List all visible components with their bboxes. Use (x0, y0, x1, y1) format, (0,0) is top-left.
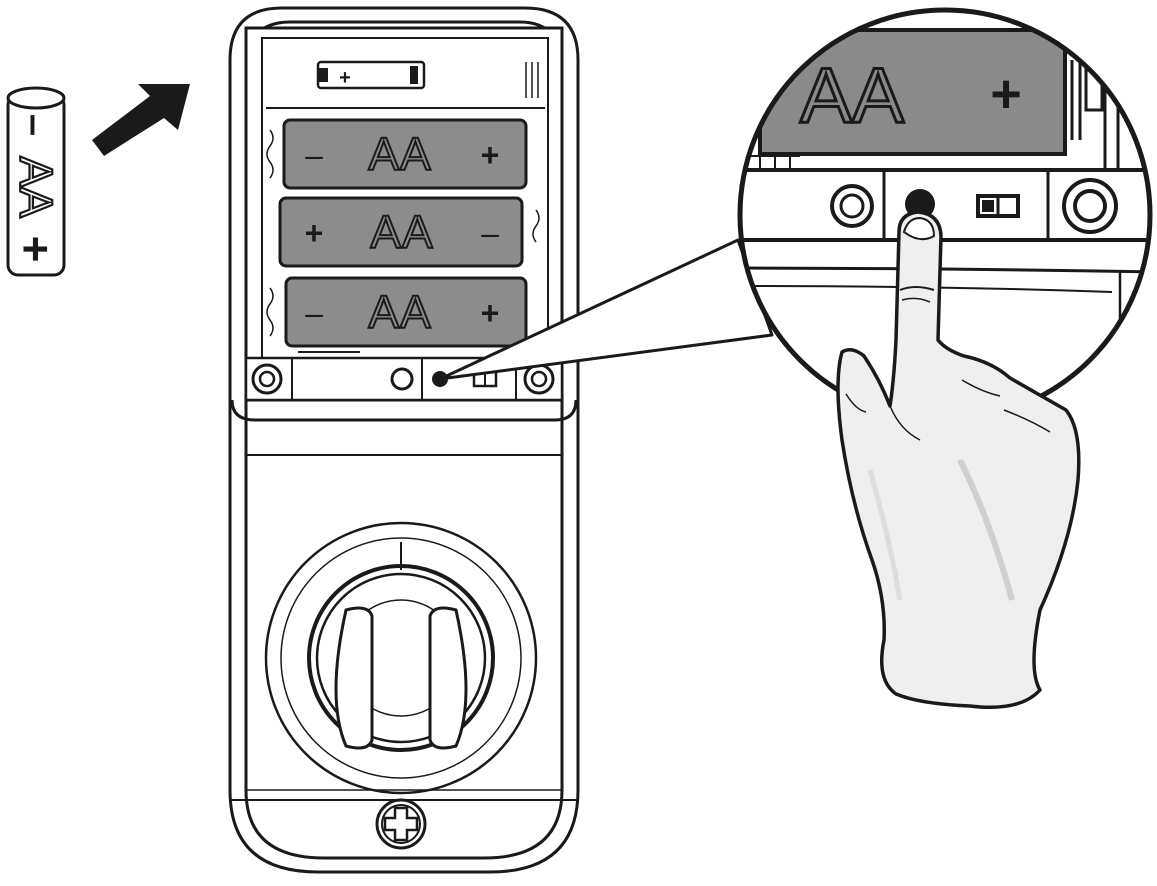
battery-2: + AA – (278, 196, 524, 268)
zoom-slide-switch-icon[interactable] (976, 194, 1020, 218)
loose-battery-minus: – (13, 114, 57, 136)
thumbturn (264, 521, 538, 795)
battery-3-right-terminal: + (481, 295, 500, 331)
loose-battery-label: AA (10, 156, 62, 218)
battery-3: – AA + (284, 276, 528, 348)
battery-1: – AA + (282, 118, 528, 190)
zoom-screw-icon (1062, 178, 1118, 234)
battery-1-right-terminal: + (481, 137, 500, 173)
led-ring-icon (390, 367, 414, 391)
loose-aa-battery: – AA + (6, 86, 66, 277)
battery-1-label: AA (368, 128, 431, 180)
contact-springs (266, 62, 540, 337)
clip-plus-symbol: + (339, 67, 351, 89)
zoom-led-ring-icon (830, 184, 874, 228)
battery-1-left-terminal: – (305, 137, 323, 173)
zoom-battery-label: AA (800, 51, 904, 139)
battery-3-left-terminal: – (305, 295, 323, 331)
battery-2-right-terminal: – (481, 215, 499, 251)
battery-2-left-terminal: + (305, 215, 324, 251)
battery-2-label: AA (370, 206, 433, 258)
battery-clip-icon: + (316, 60, 426, 90)
finger-pointer-icon (836, 210, 1081, 710)
phillips-screw-icon (375, 798, 427, 850)
zoom-callout: AA + (737, 7, 1153, 423)
battery-3-label: AA (368, 286, 431, 338)
loose-battery-plus: + (10, 236, 62, 263)
insert-arrow-icon (92, 84, 190, 156)
screw-icon (251, 363, 283, 395)
screw-icon (523, 363, 555, 395)
zoom-battery-plus: + (990, 64, 1022, 124)
